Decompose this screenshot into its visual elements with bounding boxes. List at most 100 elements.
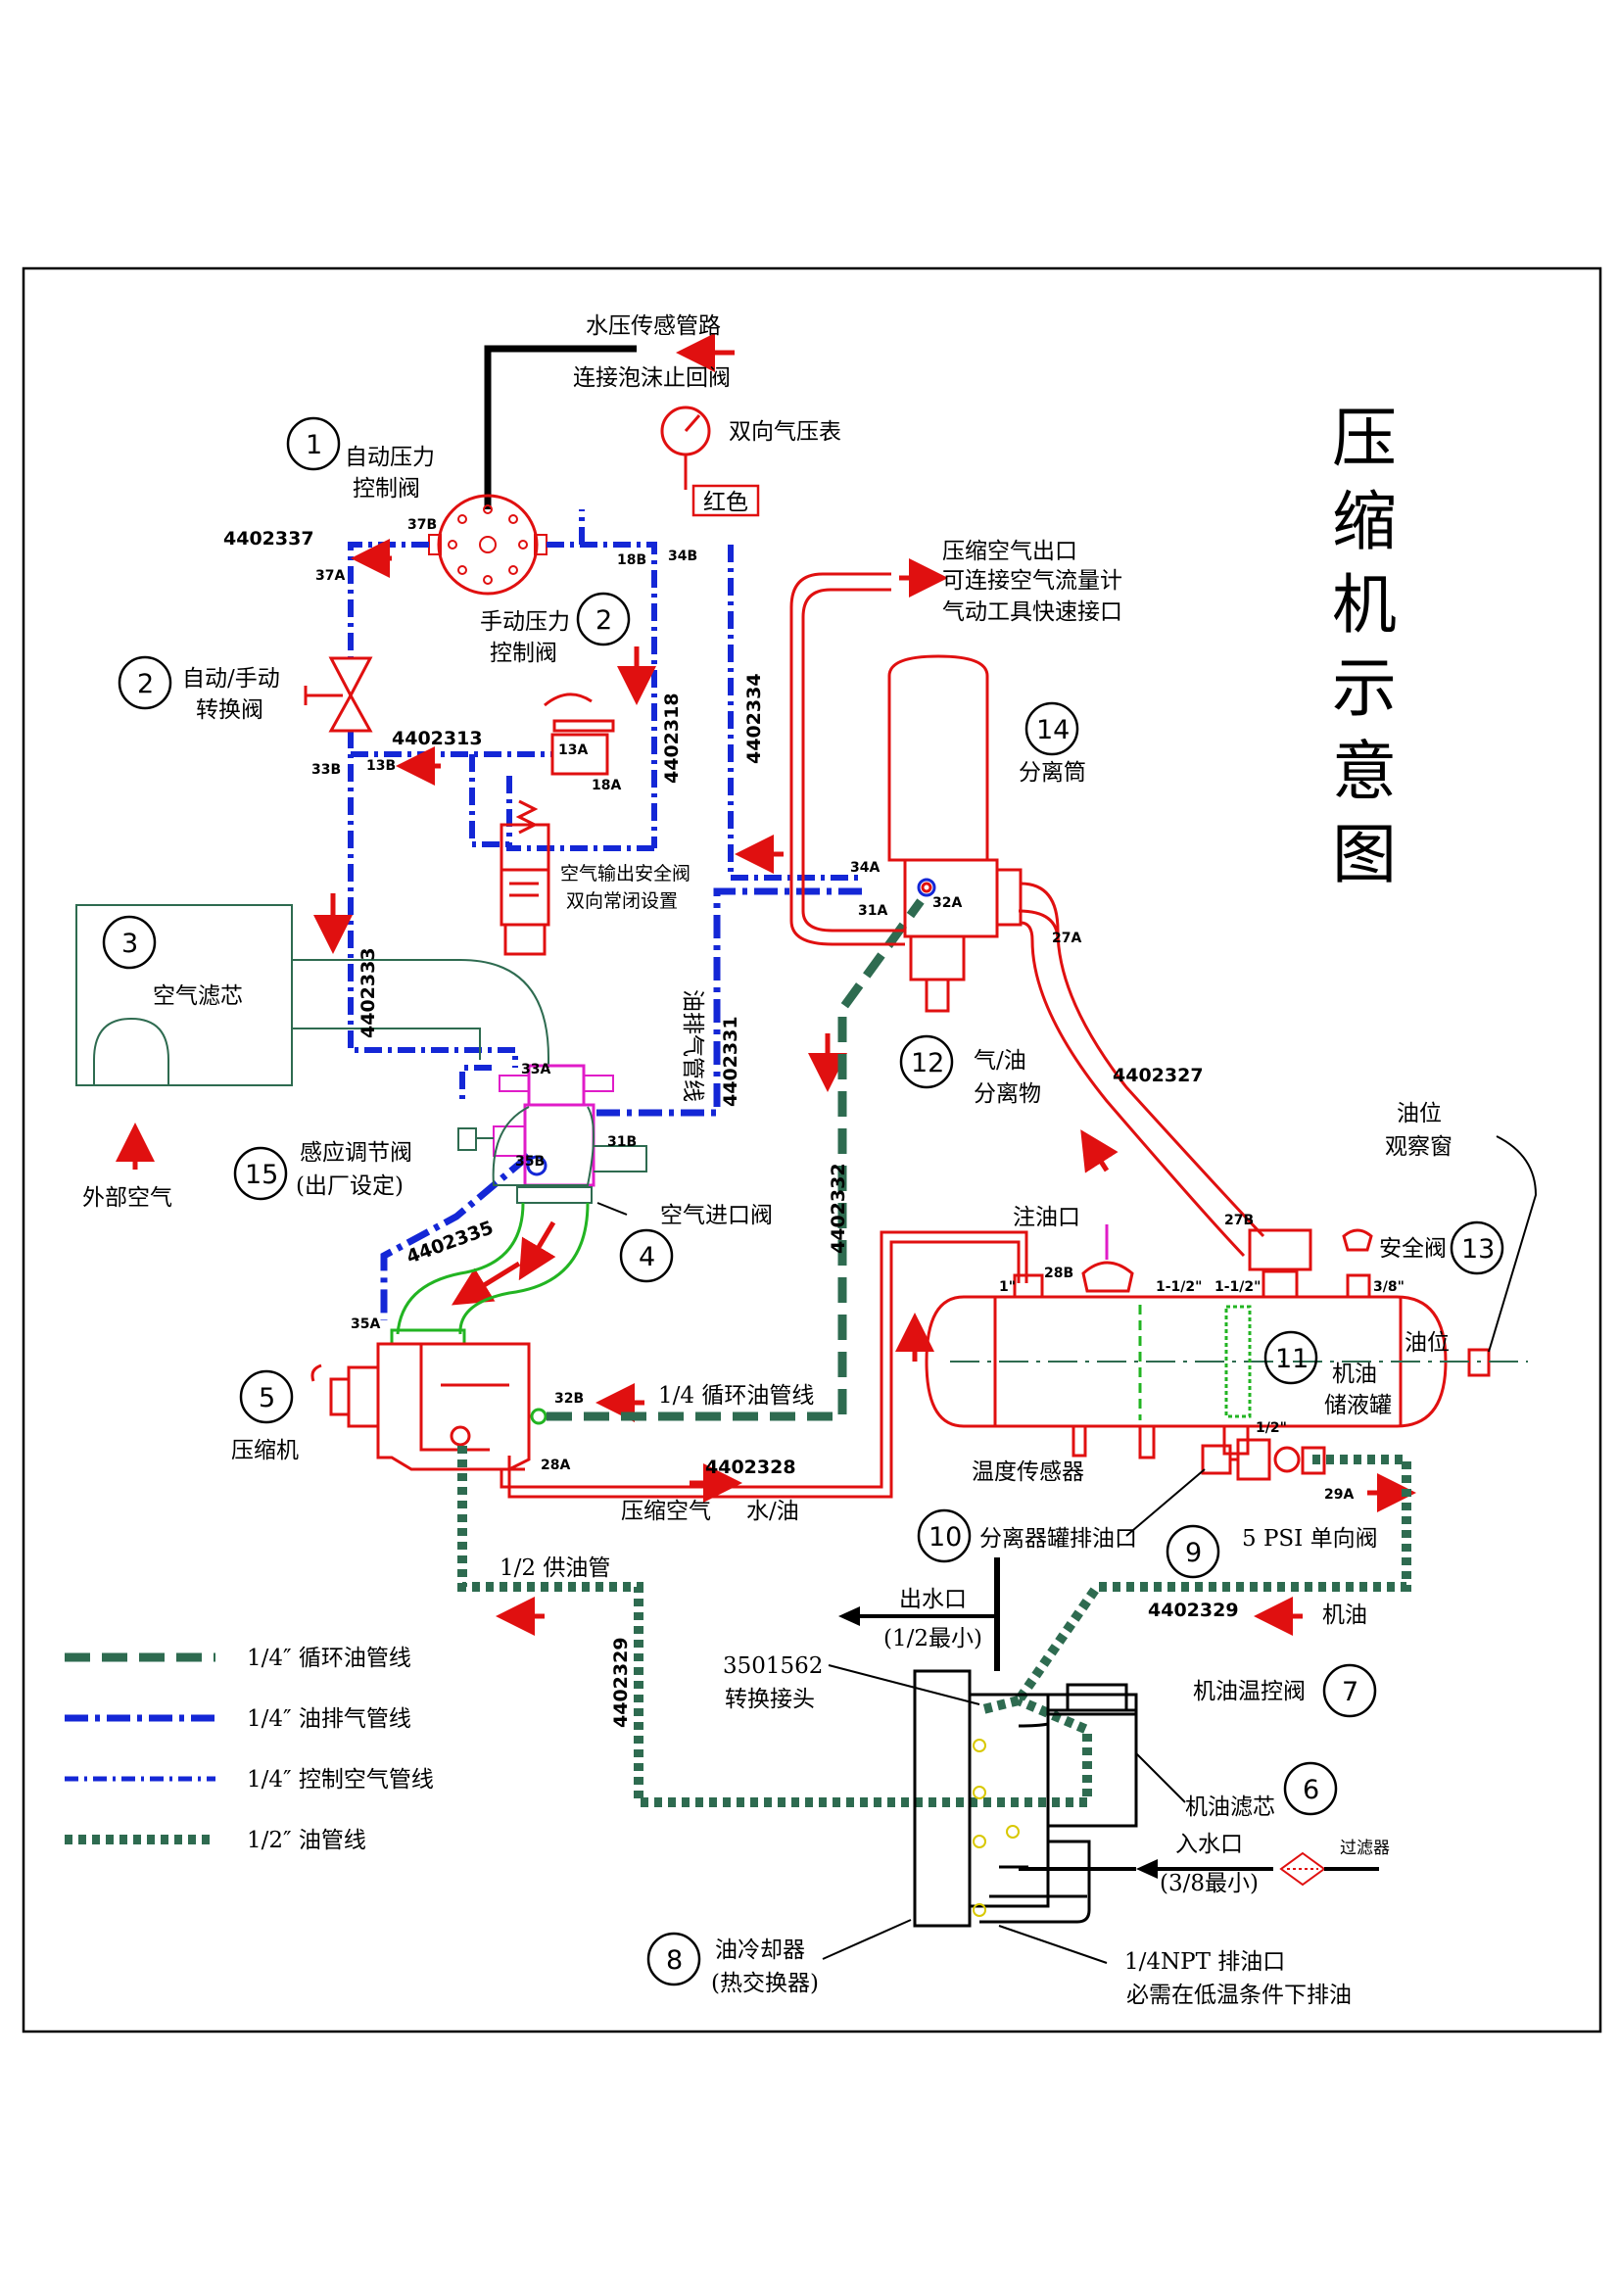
- title-char-5: 意: [1332, 734, 1397, 809]
- code-4402332: 4402332: [828, 1163, 849, 1254]
- code-4402329a: 4402329: [1148, 1600, 1239, 1621]
- callout-15-circle: [233, 1146, 288, 1201]
- compressor: [329, 1342, 548, 1471]
- port-34A: 34A: [850, 860, 880, 876]
- tank-element: [1224, 1305, 1252, 1418]
- callout-8-text-a: 油冷却器: [715, 1937, 805, 1963]
- port-27B: 27B: [1224, 1213, 1254, 1228]
- code-4402327: 4402327: [1113, 1065, 1204, 1086]
- sight-glass-leader: [1488, 1135, 1538, 1353]
- callout-5-text: 压缩机: [231, 1438, 299, 1463]
- safety-valve-label-b: 双向常闭设置: [566, 890, 678, 912]
- code-4402328: 4402328: [705, 1457, 796, 1478]
- callout-2a-text-a: 自动/手动: [182, 666, 280, 692]
- port-32B: 32B: [554, 1391, 584, 1407]
- callout-15-text-b: (出厂设定): [296, 1173, 404, 1199]
- gauge-icon: [660, 406, 760, 517]
- recirc-line-label: 1/4 循环油管线: [658, 1383, 814, 1409]
- port-32A: 32A: [932, 895, 962, 911]
- water-out-label: 出水口: [899, 1587, 967, 1612]
- callout-6-text: 机油滤芯: [1185, 1794, 1275, 1820]
- port-35B: 35B: [515, 1154, 545, 1170]
- drain-label: 1/4NPT 排油口: [1124, 1949, 1285, 1975]
- oil-cooler-fittings: [973, 1739, 1020, 1917]
- port-18B: 18B: [617, 552, 646, 568]
- callout-2b-text-a: 手动压力: [480, 609, 570, 635]
- callout-15-num: 15: [245, 1160, 278, 1190]
- callout-10-leader: [1125, 1468, 1206, 1537]
- title-char-3: 机: [1332, 567, 1397, 643]
- port-13B: 13B: [366, 758, 396, 774]
- port-28B: 28B: [1044, 1266, 1073, 1281]
- callout-13-circle: [1450, 1220, 1504, 1275]
- callout-3-text: 空气滤芯: [153, 983, 243, 1009]
- port-33B: 33B: [311, 762, 341, 778]
- separator: [789, 572, 1023, 1013]
- callout-12-num: 12: [911, 1048, 944, 1078]
- callout-9-circle: [1166, 1524, 1220, 1579]
- manual-pressure-valve: [500, 693, 615, 956]
- port-34B: 34B: [668, 549, 697, 564]
- callout-2a-text-b: 转换阀: [196, 697, 263, 723]
- callout-7-num: 7: [1342, 1677, 1358, 1707]
- port-27A: 27A: [1052, 931, 1081, 946]
- rotation-arrow-icon: [310, 1363, 322, 1382]
- callout-11-num: 11: [1275, 1344, 1309, 1374]
- callout-1-circle: [286, 416, 341, 471]
- port-37A: 37A: [315, 568, 345, 584]
- frame-border: [22, 266, 1602, 2033]
- callout-2a-circle: [118, 655, 172, 710]
- size-12: 1/2": [1256, 1420, 1287, 1436]
- callout-5-num: 5: [259, 1383, 275, 1413]
- control-air-lines: [348, 509, 862, 1105]
- filter-diamond-icon: [1279, 1851, 1326, 1887]
- code-4402318: 4402318: [661, 693, 683, 784]
- callout-1-num: 1: [306, 430, 322, 460]
- water-in-arrowhead: [1136, 1859, 1158, 1879]
- port-35A: 35A: [351, 1316, 380, 1332]
- callout-15-text-a: 感应调节阀: [300, 1140, 412, 1166]
- callout-8-num: 8: [666, 1945, 683, 1976]
- callout-3-num: 3: [121, 929, 138, 959]
- oil-level-label: 油位: [1405, 1330, 1450, 1356]
- callout-2a-num: 2: [137, 669, 154, 699]
- sight-glass-label-a: 油位: [1397, 1101, 1442, 1126]
- callout-13-text: 安全阀: [1379, 1236, 1447, 1262]
- port-31A: 31A: [858, 903, 887, 919]
- air-out-a: 压缩空气出口: [942, 539, 1077, 564]
- red-label: 红色: [703, 490, 748, 515]
- safety-valve-label-a: 空气输出安全阀: [560, 863, 690, 885]
- callout-8-circle: [646, 1932, 701, 1986]
- title-char-1: 压: [1332, 401, 1397, 476]
- port-33A: 33A: [521, 1062, 550, 1077]
- size-112b: 1-1/2": [1214, 1279, 1261, 1295]
- legend-label-oil: 1/2″ 油管线: [247, 1828, 366, 1853]
- size-1in: 1": [999, 1279, 1016, 1295]
- callout-10-text: 分离器罐排油口: [979, 1526, 1137, 1552]
- water-in-min: (3/8最小): [1160, 1871, 1259, 1896]
- callout-11-circle: [1263, 1330, 1318, 1385]
- title-char-2: 缩: [1332, 484, 1397, 559]
- callout-12-circle: [899, 1034, 954, 1089]
- legend: 1/4″ 循环油管线 1/4″ 油排气管线 1/4″ 控制空气管线 1/2″ 油…: [65, 1646, 434, 1853]
- code-4402333: 4402333: [357, 947, 379, 1038]
- foam-check-label: 连接泡沫止回阀: [573, 365, 731, 391]
- callout-5-circle: [239, 1369, 294, 1424]
- callout-4-text: 空气进口阀: [660, 1203, 773, 1228]
- gauge-label: 双向气压表: [729, 419, 841, 445]
- filter-label: 过滤器: [1340, 1839, 1390, 1858]
- code-4402335: 4402335: [404, 1217, 496, 1268]
- adapter-leader: [828, 1664, 980, 1705]
- temp-sensor-label: 温度传感器: [972, 1459, 1084, 1485]
- water-sense-label: 水压传感管路: [586, 313, 721, 339]
- callout-1-text-b: 控制阀: [353, 476, 420, 502]
- callout-2b-circle: [576, 592, 631, 646]
- callout-11-text-a: 机油: [1332, 1362, 1377, 1387]
- size-38: 3/8": [1373, 1279, 1405, 1295]
- water-sense-line: [484, 345, 637, 509]
- callout-14-text: 分离筒: [1019, 760, 1086, 786]
- callout-10-circle: [917, 1508, 972, 1563]
- callout-8-leader: [822, 1919, 912, 1960]
